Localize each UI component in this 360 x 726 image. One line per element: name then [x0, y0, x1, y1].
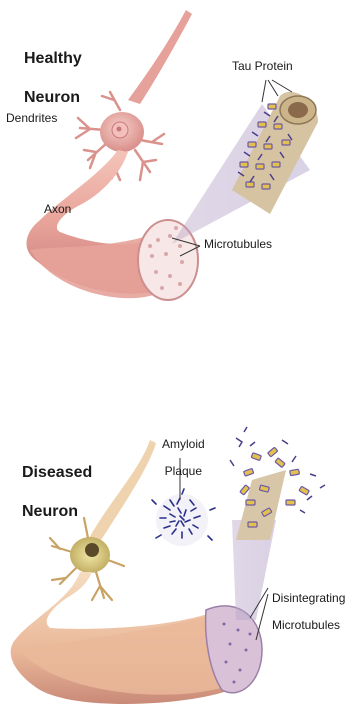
diseased-microtubule-fragments — [230, 427, 325, 540]
healthy-title-line2: Neuron — [24, 88, 82, 107]
disintegrating-microtubules-label: Disintegrating Microtubules — [272, 578, 345, 647]
disintegrating-line1: Disintegrating — [272, 592, 345, 606]
amyloid-plaque-label: Amyloid Plaque — [162, 424, 205, 493]
healthy-upper-process — [128, 10, 192, 104]
amyloid-line2: Plaque — [162, 465, 205, 479]
diseased-upper-process — [88, 440, 156, 548]
axon-label: Axon — [44, 203, 71, 217]
diseased-title-line1: Diseased — [22, 463, 92, 482]
diseased-title-line2: Neuron — [22, 502, 92, 521]
dendrites-label: Dendrites — [6, 112, 57, 126]
tau-protein-label: Tau Protein — [232, 60, 293, 74]
healthy-microtubule — [232, 92, 318, 214]
amyloid-plaque — [152, 489, 215, 546]
diseased-title: Diseased Neuron — [22, 444, 92, 540]
healthy-title-line1: Healthy — [24, 49, 82, 68]
disintegrating-line2: Microtubules — [272, 619, 345, 633]
microtubules-label: Microtubules — [204, 238, 272, 252]
amyloid-line1: Amyloid — [162, 438, 205, 452]
